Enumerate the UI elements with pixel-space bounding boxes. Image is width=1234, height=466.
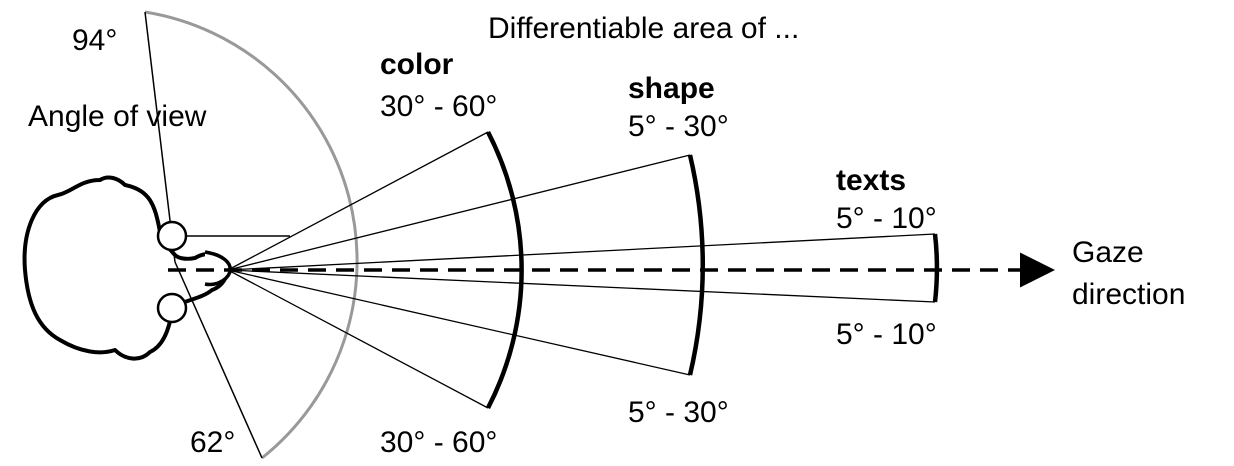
gaze-label-line1: Gaze xyxy=(1072,236,1144,269)
angle-upper-label: 94° xyxy=(72,24,117,57)
texts-ray-bottom xyxy=(227,269,936,303)
texts-range-bottom: 5° - 10° xyxy=(836,318,937,351)
angle-of-view-label: Angle of view xyxy=(28,100,207,133)
color-ray-top xyxy=(227,131,489,271)
color-range-top: 30° - 60° xyxy=(380,90,497,123)
view-angle-arc xyxy=(144,10,359,460)
eye-lower xyxy=(156,292,188,324)
diagram-title: Differentiable area of ... xyxy=(488,12,799,45)
shape-ray-bottom xyxy=(227,269,691,376)
gaze-label-line2: direction xyxy=(1072,278,1185,311)
texts-ray-top xyxy=(227,233,936,271)
shape-arc xyxy=(687,154,705,376)
texts-zone-name: texts xyxy=(836,164,906,197)
shape-range-bottom: 5° - 30° xyxy=(628,396,729,429)
angle-lower-label: 62° xyxy=(190,426,235,459)
shape-zone-name: shape xyxy=(628,72,715,105)
color-range-bottom: 30° - 60° xyxy=(380,426,497,459)
texts-arc xyxy=(932,233,940,303)
eye-upper xyxy=(156,220,188,252)
shape-range-top: 5° - 30° xyxy=(628,110,729,143)
nose xyxy=(204,250,232,287)
texts-range-top: 5° - 10° xyxy=(836,202,937,235)
head-outline xyxy=(22,175,230,361)
color-zone-name: color xyxy=(380,48,454,81)
shape-ray-top xyxy=(227,154,691,271)
color-ray-bottom xyxy=(227,269,489,409)
view-upper-boundary xyxy=(144,11,176,263)
view-lower-boundary xyxy=(174,261,263,459)
